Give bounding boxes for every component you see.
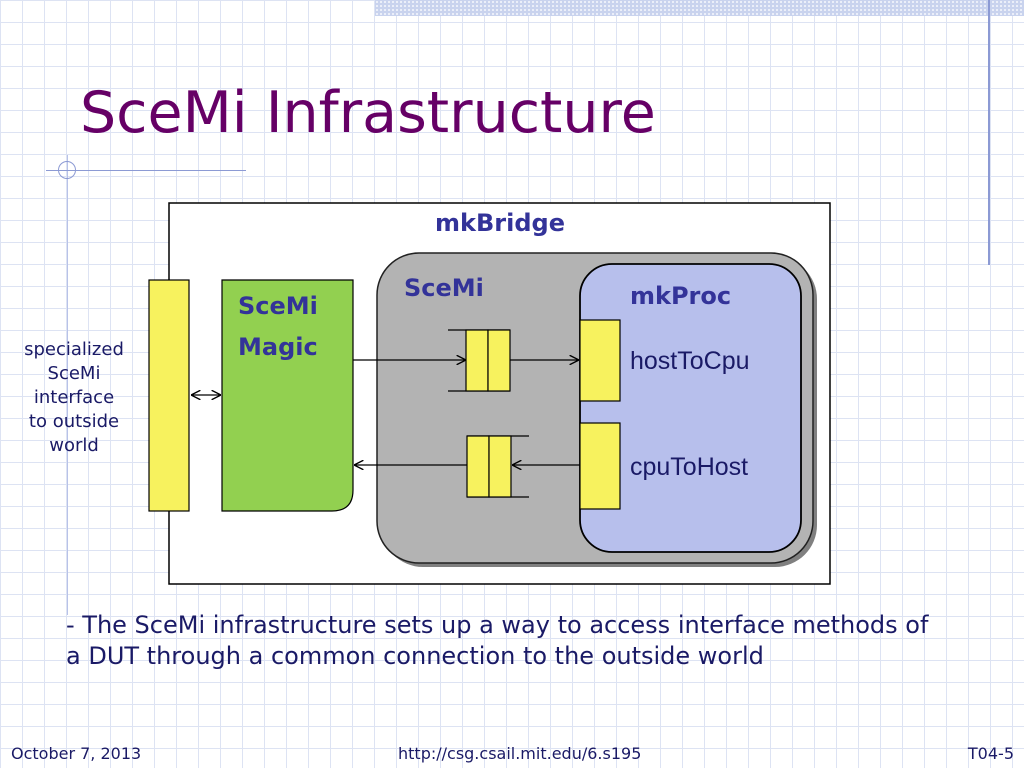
top-decorative-band — [375, 0, 1024, 16]
mkproc-label: mkProc — [630, 282, 731, 310]
slide-title: SceMi Infrastructure — [80, 80, 656, 146]
side-label-line: to outside — [28, 411, 120, 432]
scemi-magic-label-line2: Magic — [238, 333, 318, 361]
cputohost-fifo — [466, 435, 529, 498]
side-label-line: world — [49, 435, 99, 456]
footer-date: October 7, 2013 — [11, 744, 142, 763]
mkproc-box — [579, 263, 802, 553]
left-decorative-line — [67, 155, 68, 615]
footer-url: http://csg.csail.mit.edu/6.s195 — [398, 744, 642, 763]
scemi-label: SceMi — [404, 274, 484, 302]
right-decorative-line — [988, 0, 990, 265]
slide-bullet: - The SceMi infrastructure sets up a way… — [66, 611, 929, 670]
mkbridge-label: mkBridge — [435, 209, 565, 237]
cputohost-port — [579, 422, 621, 510]
hosttocpu-label: hostToCpu — [630, 347, 750, 375]
title-underline — [46, 170, 246, 171]
scemi-magic-box — [221, 279, 354, 512]
side-label-line: interface — [33, 387, 115, 408]
hosttocpu-fifo — [448, 329, 511, 392]
side-label-line: SceMi — [47, 363, 101, 384]
side-label-line: specialized — [24, 339, 124, 360]
title-decorative-circle — [58, 161, 76, 179]
footer-slide-number: T04-5 — [967, 744, 1014, 763]
scemi-magic-label-line1: SceMi — [238, 292, 318, 320]
cputohost-label: cpuToHost — [630, 453, 748, 481]
external-interface-bar — [148, 279, 190, 512]
hosttocpu-port — [579, 319, 621, 402]
